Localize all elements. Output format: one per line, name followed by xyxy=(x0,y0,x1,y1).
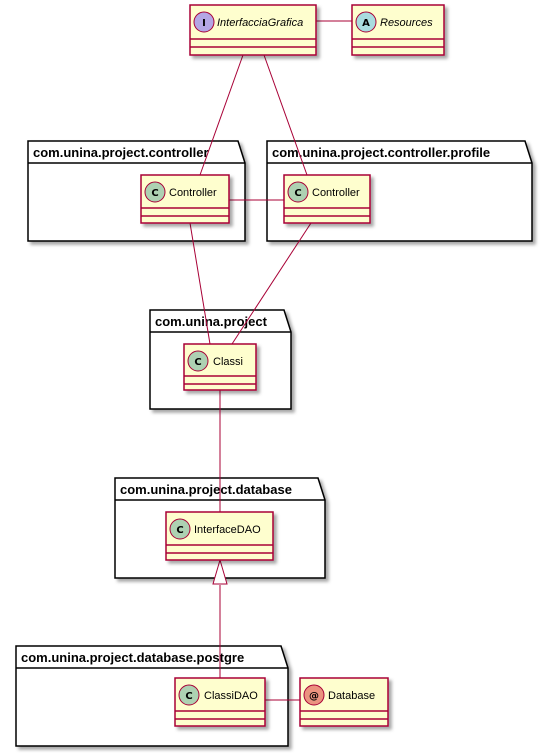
edge-interfaccia-controller xyxy=(199,54,244,176)
class-name: Database xyxy=(328,690,375,702)
class-controller[interactable]: C Controller xyxy=(140,174,230,224)
edge-controller-profile-classi xyxy=(231,222,312,345)
class-classi-dao[interactable]: C ClassiDAO xyxy=(174,677,266,727)
package-title: com.unina.project.database xyxy=(120,482,292,497)
class-database[interactable]: @ Database xyxy=(299,677,389,727)
edge-controller-classi xyxy=(189,222,211,345)
package-title: com.unina.project.controller xyxy=(33,145,209,160)
class-controller-profile[interactable]: C Controller xyxy=(283,174,371,224)
class-name: Controller xyxy=(312,187,360,199)
class-resources[interactable]: A Resources xyxy=(351,4,445,56)
class-name: ClassiDAO xyxy=(204,690,258,702)
annotation-stereotype-icon xyxy=(303,684,325,706)
class-name: InterfacciaGrafica xyxy=(217,17,303,29)
package-title: com.unina.project.database.postgre xyxy=(21,650,244,665)
stereotype-label: C xyxy=(151,188,158,199)
package-title: com.unina.project xyxy=(155,314,268,329)
abstract-stereotype-icon xyxy=(355,11,377,33)
class-stereotype-icon xyxy=(144,181,166,203)
stereotype-label: I xyxy=(202,18,206,29)
class-stereotype-icon xyxy=(169,518,191,540)
class-name: Resources xyxy=(380,17,433,29)
class-name: Controller xyxy=(169,187,217,199)
class-interface-dao[interactable]: C InterfaceDAO xyxy=(165,511,274,561)
stereotype-label: A xyxy=(362,18,370,29)
class-stereotype-icon xyxy=(287,181,309,203)
stereotype-label: @ xyxy=(309,691,319,702)
stereotype-label: C xyxy=(176,525,183,536)
stereotype-label: C xyxy=(194,357,201,368)
class-interfaccia-grafica[interactable]: I InterfacciaGrafica xyxy=(189,4,317,56)
inheritance-arrowhead xyxy=(212,558,228,585)
edges xyxy=(189,20,352,701)
class-stereotype-icon xyxy=(178,684,200,706)
class-classi[interactable]: C Classi xyxy=(183,343,257,391)
stereotype-label: C xyxy=(294,188,301,199)
class-name: InterfaceDAO xyxy=(194,524,261,536)
stereotype-label: C xyxy=(185,691,192,702)
edge-interfaccia-controller-profile xyxy=(263,54,308,176)
class-stereotype-icon xyxy=(187,350,209,372)
package-title: com.unina.project.controller.profile xyxy=(272,145,490,160)
interface-stereotype-icon xyxy=(193,11,215,33)
class-name: Classi xyxy=(213,356,243,368)
